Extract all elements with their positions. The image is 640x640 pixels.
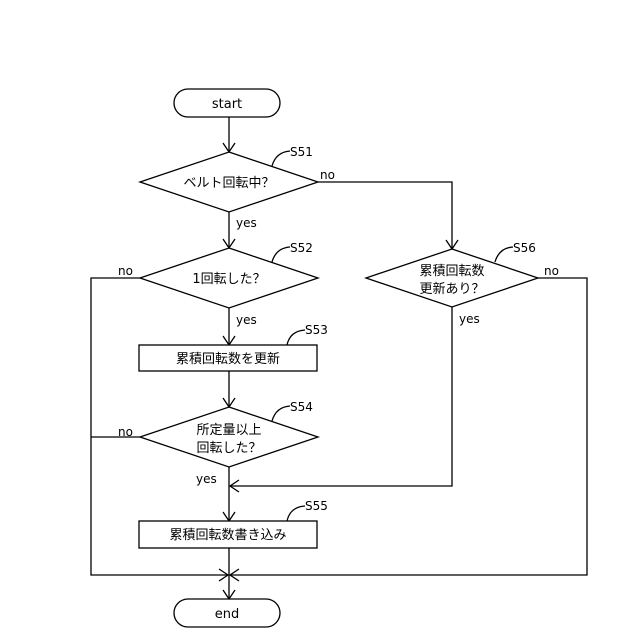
branch-label-s52-yes: yes: [236, 313, 257, 327]
branch-label-s54-yes: yes: [196, 472, 217, 486]
process-s55-label: 累積回転数書き込み: [169, 528, 286, 543]
branch-label-s51-no: no: [320, 168, 335, 182]
process-s55: 累積回転数書き込み: [139, 521, 317, 548]
branch-label-s51-yes: yes: [236, 216, 257, 230]
branch-label-s52-no: no: [118, 264, 133, 278]
process-s53-label: 累積回転数を更新: [176, 351, 280, 367]
decision-s54-label-line2: 回転した？: [196, 441, 261, 456]
edge-s51-no-s56: [318, 182, 452, 249]
leader-s55: [287, 506, 305, 521]
decision-s52: 1回転した？: [140, 248, 318, 308]
step-labels: S51 S52 S53 S54 S55 S56: [290, 145, 536, 513]
leader-s53: [287, 330, 305, 345]
step-label-s51: S51: [290, 145, 313, 159]
decision-s56-label-line1: 累積回転数: [419, 264, 484, 279]
step-label-s56: S56: [513, 241, 536, 255]
decision-s51: ベルト回転中？: [140, 152, 318, 212]
edge-s56-yes-merge: [230, 307, 452, 486]
step-label-s52: S52: [290, 241, 313, 255]
leader-s51: [272, 151, 290, 166]
start-terminal: start: [174, 89, 280, 117]
leader-s52: [272, 247, 290, 262]
decision-s51-label: ベルト回転中？: [183, 176, 274, 191]
decision-s54-label-line1: 所定量以上: [196, 423, 261, 438]
process-s53: 累積回転数を更新: [139, 345, 317, 371]
decision-s56-label-line2: 更新あり？: [419, 281, 484, 297]
leader-s56: [495, 247, 513, 262]
end-terminal-label: end: [215, 607, 240, 622]
step-label-s55: S55: [305, 499, 328, 513]
decision-s54: 所定量以上 回転した？: [140, 407, 318, 467]
start-terminal-label: start: [212, 97, 242, 112]
branch-label-s54-no: no: [118, 425, 133, 439]
step-label-s54: S54: [290, 400, 313, 414]
branch-label-s56-yes: yes: [459, 312, 480, 326]
decision-s52-label: 1回転した？: [192, 272, 265, 287]
end-terminal: end: [174, 599, 280, 627]
leader-s54: [272, 406, 290, 421]
step-label-s53: S53: [305, 323, 328, 337]
branch-label-s56-no: no: [544, 264, 559, 278]
decision-s56: 累積回転数 更新あり？: [366, 249, 538, 307]
